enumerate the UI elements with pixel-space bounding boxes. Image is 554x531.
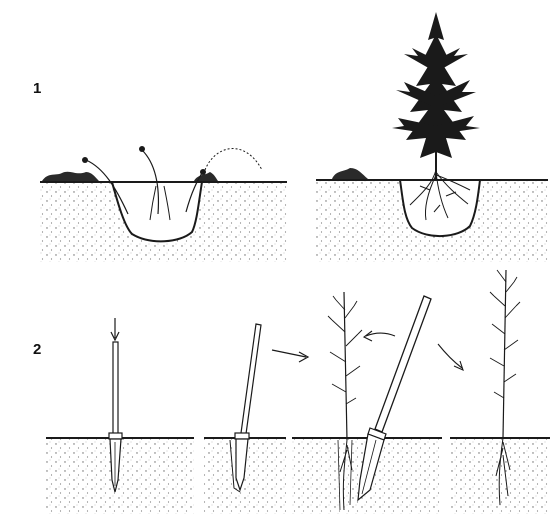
- bar-collar: [109, 433, 122, 439]
- conifer-foliage: [392, 12, 480, 158]
- seedling-branches: [490, 270, 520, 398]
- step-arrow: [272, 350, 308, 362]
- soil-body: [316, 180, 548, 262]
- seedling-stem: [503, 270, 506, 438]
- motion-arrow: [366, 333, 395, 336]
- bar-shaft: [241, 324, 261, 434]
- step1-dig-hole-panel: [40, 146, 287, 262]
- split-lines: [150, 186, 170, 220]
- bar-shaft: [375, 296, 431, 432]
- step1-planted-tree-panel: [316, 12, 548, 262]
- bar-shaft: [113, 342, 118, 436]
- soil-heap: [42, 172, 99, 181]
- soil-clod: [82, 157, 88, 163]
- step-number-2: 2: [33, 341, 41, 358]
- soil-heap-right: [194, 172, 218, 181]
- step2-ground: [46, 438, 550, 514]
- motion-arrow: [438, 344, 462, 368]
- tree-roots: [410, 170, 470, 220]
- bar-collar: [235, 433, 249, 439]
- soil-body: [40, 182, 287, 262]
- hole-outline: [400, 180, 480, 236]
- seedling-stem: [344, 292, 347, 440]
- throw-arc-dotted: [205, 149, 262, 170]
- soil-heap: [332, 168, 368, 179]
- step-number-1: 1: [33, 80, 41, 97]
- soil-clod: [139, 146, 145, 152]
